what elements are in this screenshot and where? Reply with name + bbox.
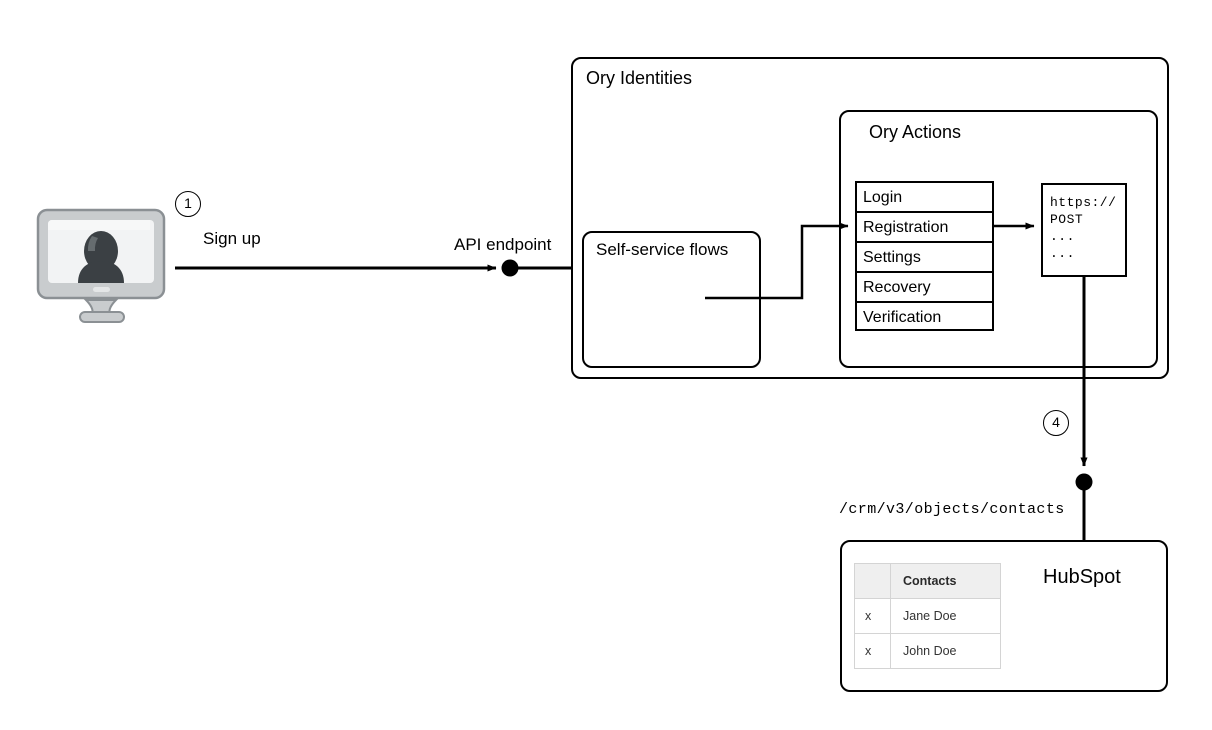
table-cell-name: John Doe (890, 633, 1001, 669)
step-circle-4: 4 (1043, 410, 1069, 436)
ory-actions-title: Ory Actions (869, 122, 962, 142)
sign-up-label: Sign up (203, 229, 261, 248)
hubspot-endpoint-dot (1075, 473, 1093, 491)
monitor-user-icon (36, 208, 166, 323)
flow-list-item-verification[interactable]: Verification (863, 309, 942, 326)
flow-list: Login Registration Settings Recovery Ver… (855, 181, 994, 331)
ory-identities-title: Ory Identities (586, 68, 693, 88)
self-service-flows-box (582, 231, 761, 368)
table-cell-name: Jane Doe (890, 598, 1001, 634)
step-circle-1: 1 (175, 191, 201, 217)
self-service-flows-title: Self-service flows (596, 240, 729, 259)
table-row[interactable]: x John Doe (854, 633, 1001, 669)
code-line-ellipsis-2: ... (1050, 246, 1075, 261)
code-line-ellipsis-1: ... (1050, 229, 1075, 244)
api-endpoint-label: API endpoint (454, 235, 552, 254)
code-line-url: https:// (1050, 195, 1117, 210)
table-cell-mark: x (854, 633, 891, 669)
table-header-cell-blank (854, 563, 891, 599)
code-line-method: POST (1050, 212, 1084, 227)
contacts-table: Contacts x Jane Doe x John Doe (854, 563, 1001, 669)
hubspot-title: HubSpot (1043, 566, 1121, 588)
table-header-row: Contacts (854, 563, 1001, 599)
flow-list-item-login[interactable]: Login (857, 183, 992, 213)
flow-list-item-settings[interactable]: Settings (857, 243, 992, 273)
flow-list-item-registration[interactable]: Registration (857, 213, 992, 243)
api-endpoint-dot (501, 259, 519, 277)
table-header-cell-contacts: Contacts (890, 563, 1001, 599)
webhook-code-box: https:// POST ... ... (1041, 183, 1127, 277)
crm-path-label: /crm/v3/objects/contacts (839, 501, 1065, 518)
flow-list-item-recovery[interactable]: Recovery (857, 273, 992, 303)
table-row[interactable]: x Jane Doe (854, 598, 1001, 634)
table-cell-mark: x (854, 598, 891, 634)
